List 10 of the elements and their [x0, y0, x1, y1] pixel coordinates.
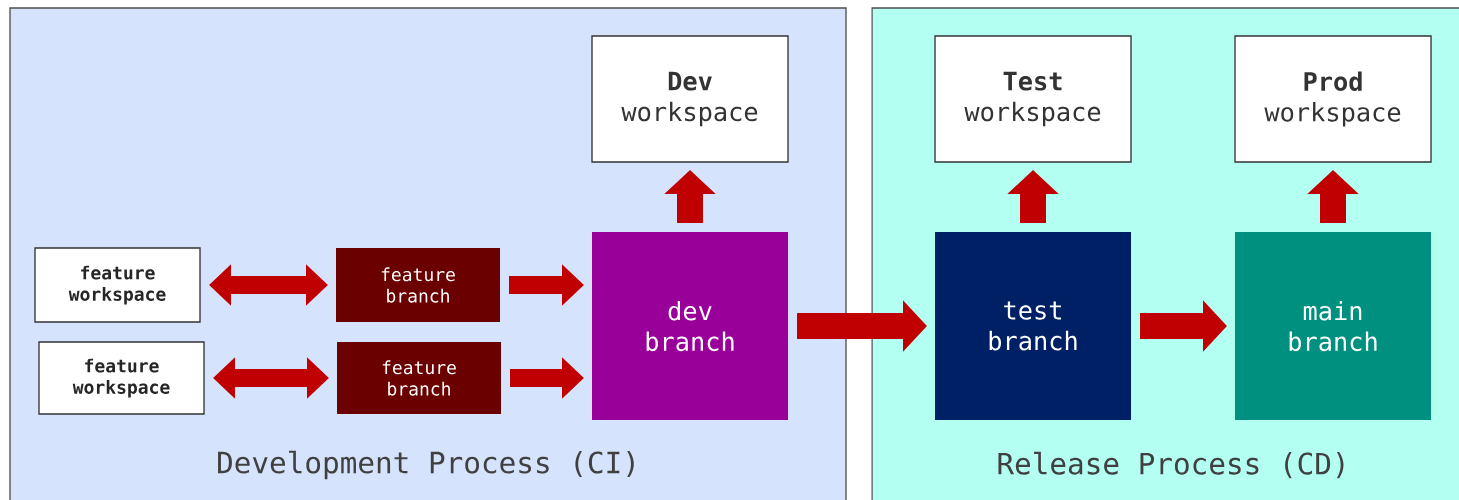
- workspace-box: Test workspace: [934, 35, 1132, 163]
- branch-box: feature branch: [336, 248, 500, 322]
- workspace-box: feature workspace: [38, 341, 205, 415]
- workspace-box: Prod workspace: [1234, 35, 1432, 163]
- workspace-box: feature workspace: [34, 247, 201, 323]
- workspace-box: Dev workspace: [591, 35, 789, 163]
- branch-box: feature branch: [337, 342, 501, 414]
- branch-box: main branch: [1235, 232, 1431, 420]
- branch-box: dev branch: [592, 232, 788, 420]
- branch-box: test branch: [935, 232, 1131, 420]
